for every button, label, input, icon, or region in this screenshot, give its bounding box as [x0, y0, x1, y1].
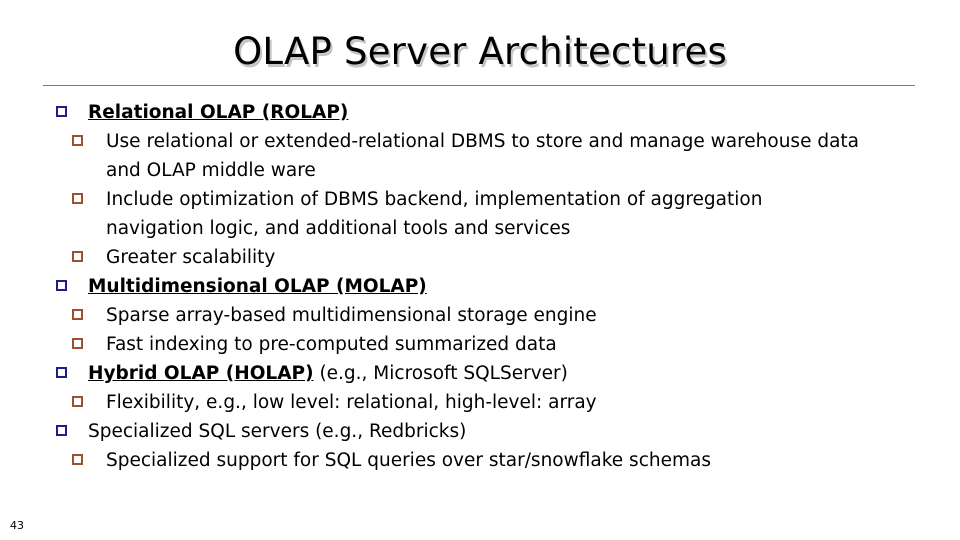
square-outline-icon	[56, 280, 67, 291]
list-item-heading: Hybrid OLAP (HOLAP)	[88, 363, 314, 384]
list-item-heading: Multidimensional OLAP (MOLAP)	[88, 276, 427, 297]
square-outline-icon	[72, 251, 83, 262]
list-item: Specialized SQL servers (e.g., Redbricks…	[0, 417, 960, 446]
list-item: Greater scalability	[0, 243, 960, 272]
list-item-text: Use relational or extended-relational DB…	[106, 131, 860, 181]
square-outline-icon	[72, 135, 83, 146]
square-outline-icon	[56, 367, 67, 378]
list-item: Flexibility, e.g., low level: relational…	[0, 388, 960, 417]
list-item: Fast indexing to pre-computed summarized…	[0, 330, 960, 359]
square-outline-icon	[72, 454, 83, 465]
bullet-list: Relational OLAP (ROLAP) Use relational o…	[0, 98, 960, 475]
list-item: Hybrid OLAP (HOLAP) (e.g., Microsoft SQL…	[0, 359, 960, 388]
square-outline-icon	[56, 106, 67, 117]
list-item-text: Sparse array-based multidimensional stor…	[106, 305, 597, 326]
list-item-text: Greater scalability	[106, 247, 276, 268]
list-item-trailing: (e.g., Microsoft SQLServer)	[313, 363, 568, 384]
list-item: Specialized support for SQL queries over…	[0, 446, 960, 475]
list-item-text: Relational OLAP (ROLAP)	[88, 98, 348, 127]
list-item-text: Multidimensional OLAP (MOLAP)	[88, 272, 427, 301]
square-outline-icon	[72, 309, 83, 320]
square-outline-icon	[72, 338, 83, 349]
list-item: Multidimensional OLAP (MOLAP)	[0, 272, 960, 301]
list-item-heading: Relational OLAP (ROLAP)	[88, 102, 349, 123]
title-divider	[43, 85, 915, 86]
list-item-text: Flexibility, e.g., low level: relational…	[106, 392, 597, 413]
list-item-text: Specialized support for SQL queries over…	[106, 450, 711, 471]
list-item-text: Include optimization of DBMS backend, im…	[106, 189, 763, 239]
list-item: Sparse array-based multidimensional stor…	[0, 301, 960, 330]
list-item: Relational OLAP (ROLAP)	[0, 98, 960, 127]
list-item: Include optimization of DBMS backend, im…	[0, 185, 960, 243]
page-number: 43	[10, 519, 24, 532]
square-outline-icon	[56, 425, 67, 436]
list-item: Use relational or extended-relational DB…	[0, 127, 960, 185]
square-outline-icon	[72, 396, 83, 407]
list-item-text: Fast indexing to pre-computed summarized…	[106, 334, 557, 355]
square-outline-icon	[72, 193, 83, 204]
page-title: OLAP Server Architectures	[233, 30, 727, 73]
list-item-text: Hybrid OLAP (HOLAP) (e.g., Microsoft SQL…	[88, 359, 568, 388]
list-item-text: Specialized SQL servers (e.g., Redbricks…	[88, 421, 467, 442]
